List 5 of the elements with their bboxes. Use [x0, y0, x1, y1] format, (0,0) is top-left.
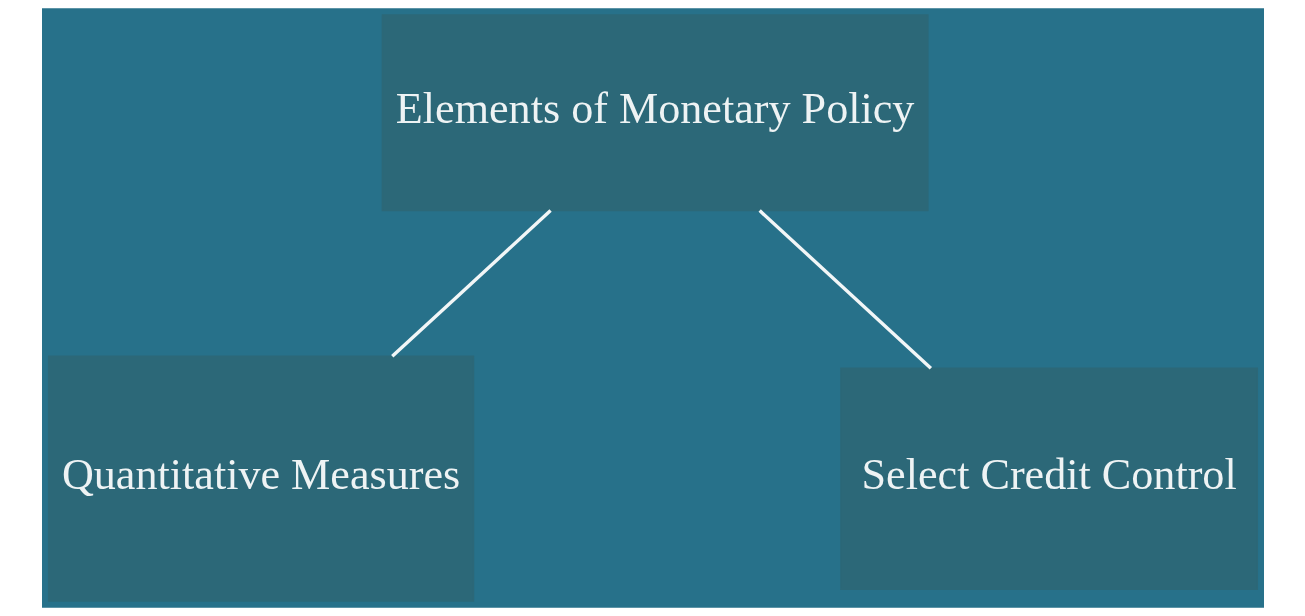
node-box: Elements of Monetary Policy — [381, 14, 929, 212]
node-box: Select Credit Control — [839, 367, 1258, 590]
node-box: Quantitative Measures — [47, 355, 474, 602]
connector — [758, 209, 932, 370]
connector — [390, 209, 552, 358]
